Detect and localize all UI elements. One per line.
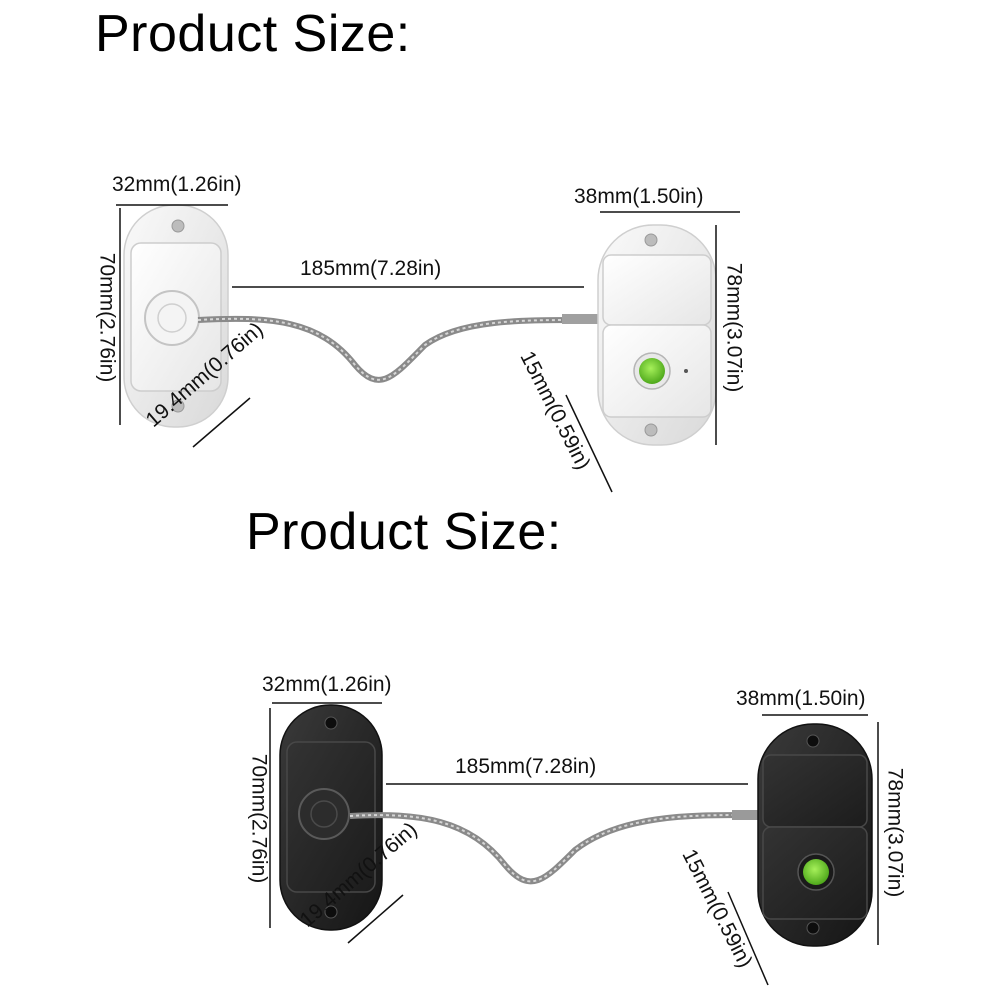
width-left-label: 32mm(1.26in) bbox=[112, 173, 242, 196]
black-right-lock bbox=[757, 723, 873, 947]
height-left-label: 70mm(2.76in) bbox=[247, 753, 271, 884]
cable-length-label: 185mm(7.28in) bbox=[300, 257, 442, 280]
black-lock-indicator-icon bbox=[803, 859, 829, 885]
height-right-label: 78mm(3.07in) bbox=[722, 262, 746, 393]
height-right-label: 78mm(3.07in) bbox=[883, 767, 907, 898]
section-1-title: Product Size: bbox=[95, 5, 411, 63]
white-right-lock bbox=[597, 224, 717, 446]
cable-length-label: 185mm(7.28in) bbox=[455, 755, 597, 778]
white-lock-diagram bbox=[116, 204, 740, 493]
height-left-label: 70mm(2.76in) bbox=[95, 252, 119, 383]
black-left-anchor bbox=[279, 704, 383, 931]
width-left-label: 32mm(1.26in) bbox=[262, 673, 392, 696]
section-2-title: Product Size: bbox=[246, 503, 562, 561]
white-lock-indicator-icon bbox=[639, 358, 665, 384]
black-lock-diagram bbox=[269, 702, 879, 986]
width-right-label: 38mm(1.50in) bbox=[574, 185, 704, 208]
white-dimension-lines bbox=[116, 204, 740, 493]
width-right-label: 38mm(1.50in) bbox=[736, 687, 866, 710]
black-dimension-lines bbox=[269, 702, 879, 986]
